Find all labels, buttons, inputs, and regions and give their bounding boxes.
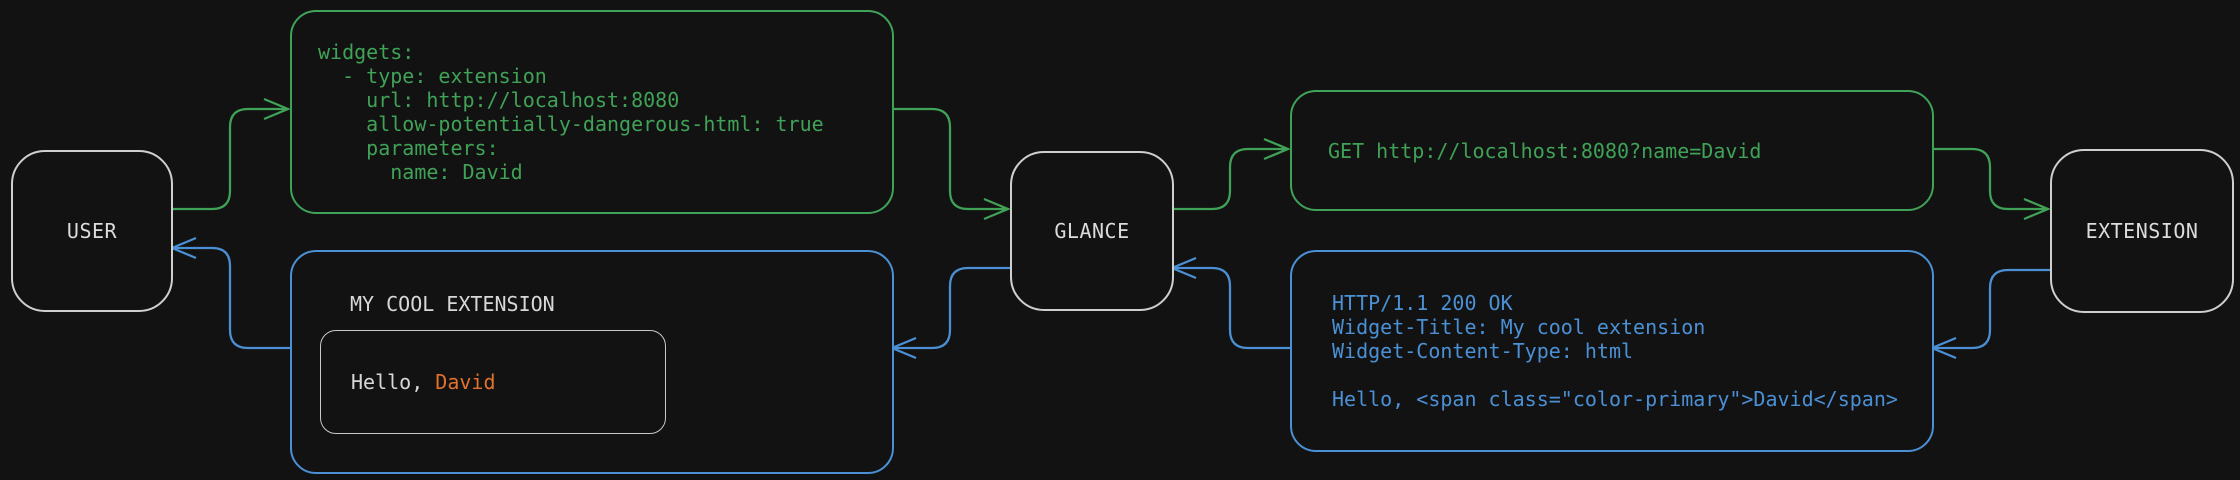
yaml-config-code: widgets: - type: extension url: http://l… <box>318 40 824 184</box>
widget-greeting: Hello, David <box>321 370 496 394</box>
node-user-label: USER <box>66 219 118 243</box>
node-extension-label: EXTENSION <box>2085 219 2199 243</box>
http-request-line: GET http://localhost:8080?name=David <box>1328 138 1762 163</box>
connector-glance-to-request <box>1171 137 1291 211</box>
http-request-box: GET http://localhost:8080?name=David <box>1290 90 1934 211</box>
connector-request-to-extension <box>1930 147 2051 221</box>
greeting-prefix: Hello, <box>351 370 436 394</box>
connector-response-to-glance <box>1169 256 1290 350</box>
widget-content-frame: Hello, David <box>320 330 666 434</box>
http-response-box: HTTP/1.1 200 OK Widget-Title: My cool ex… <box>1290 250 1934 452</box>
node-extension: EXTENSION <box>2050 149 2234 313</box>
connector-config-to-glance <box>890 107 1011 221</box>
node-user: USER <box>11 150 173 312</box>
node-glance: GLANCE <box>1010 151 1174 311</box>
http-response-code: HTTP/1.1 200 OK Widget-Title: My cool ex… <box>1332 291 1898 411</box>
greeting-name: David <box>435 370 496 394</box>
connector-glance-to-widget <box>889 266 1010 360</box>
node-glance-label: GLANCE <box>1054 219 1130 243</box>
connector-user-to-config <box>171 97 291 211</box>
rendered-widget-box: MY COOL EXTENSION Hello, David <box>290 250 894 474</box>
widget-title: MY COOL EXTENSION <box>350 292 555 316</box>
connector-widget-to-user <box>169 236 290 350</box>
yaml-config-box: widgets: - type: extension url: http://l… <box>290 10 894 214</box>
connector-extension-to-response <box>1929 268 2050 360</box>
